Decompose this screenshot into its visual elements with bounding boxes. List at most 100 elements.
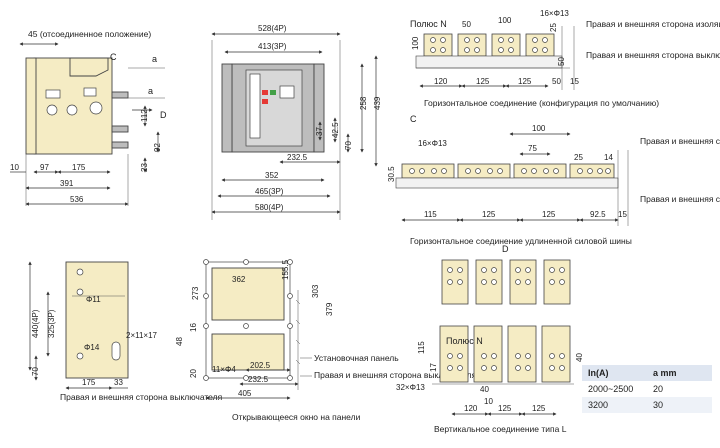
horizontal-connection-default: Полюс N 16×Φ13 50 100 25 100 Правая и вн… bbox=[410, 9, 720, 108]
dim-23: 23 bbox=[140, 163, 149, 172]
side-view: 45 (отсоединенное положение) C a a D 112… bbox=[10, 29, 167, 206]
dim-155-5: 155.5 bbox=[281, 259, 290, 280]
dim-50-side: 50 bbox=[557, 57, 566, 66]
panel-cutout-view: 362 155.5 273 303 379 16 48 20 11×Φ4 202… bbox=[175, 259, 477, 422]
install-plate-label: Установочная панель bbox=[314, 353, 399, 363]
amperage-table: In(A) a mm 2000~2500 20 3200 30 bbox=[582, 365, 712, 413]
dim-92-5: 92.5 bbox=[590, 210, 606, 219]
table-cell-a: 20 bbox=[653, 384, 664, 394]
pole-n-label: Полюс N bbox=[410, 19, 447, 29]
dim-17: 17 bbox=[429, 363, 438, 372]
table-cell-in: 3200 bbox=[588, 400, 609, 410]
dim-112: 112 bbox=[140, 109, 149, 122]
dim-70: 70 bbox=[344, 141, 353, 150]
hole-d11-label: Φ11 bbox=[86, 295, 101, 304]
mounting-side-body bbox=[65, 261, 129, 379]
dim-42-5: 42.5 bbox=[331, 122, 340, 138]
holes-32-d13: 32×Φ13 bbox=[396, 383, 425, 392]
table-row: 3200 30 bbox=[582, 397, 712, 413]
horizontal-connection-extended: C 16×Φ13 100 75 25 14 30.5 Правая и внеш… bbox=[387, 114, 720, 246]
dim-303: 303 bbox=[311, 284, 320, 298]
dim-33: 33 bbox=[114, 378, 123, 387]
dim-440-4p: 440(4P) bbox=[31, 309, 40, 338]
dim-125-a: 125 bbox=[476, 77, 490, 86]
breaker-side-label-1: Правая и внешняя сторона выключателя bbox=[586, 50, 720, 60]
dim-a-label-1: a bbox=[152, 54, 157, 64]
section-d-label: D bbox=[160, 110, 167, 120]
disconnected-position-label: 45 (отсоединенное положение) bbox=[28, 29, 151, 39]
dim-125-b: 125 bbox=[518, 77, 532, 86]
dim-175: 175 bbox=[72, 163, 86, 172]
dim-30-5: 30.5 bbox=[387, 166, 396, 182]
table-header-a: a mm bbox=[653, 368, 677, 378]
breaker-side-label-3: Правая и внешняя сторона выключателя bbox=[60, 392, 223, 402]
section-d-label-2: D bbox=[502, 244, 509, 254]
dim-97: 97 bbox=[40, 163, 49, 172]
dim-439: 439 bbox=[373, 96, 382, 110]
front-view: 528(4P) 413(3P) 258 439 37 42.5 70 232.5… bbox=[211, 24, 382, 220]
dim-70-side: 70 bbox=[31, 367, 40, 376]
dim-100-top: 100 bbox=[498, 16, 512, 25]
hole-d14-label: Φ14 bbox=[84, 343, 100, 352]
dim-100-ext: 100 bbox=[532, 124, 546, 133]
dim-352: 352 bbox=[265, 171, 279, 180]
dim-175-side: 175 bbox=[82, 378, 96, 387]
dim-40-a: 40 bbox=[480, 385, 489, 394]
dim-125-ext-b: 125 bbox=[542, 210, 556, 219]
dim-14: 14 bbox=[604, 153, 613, 162]
holes-16-d13-mid: 16×Φ13 bbox=[418, 139, 447, 148]
dim-125-ext-a: 125 bbox=[482, 210, 496, 219]
dim-100-left: 100 bbox=[411, 36, 420, 50]
dim-10: 10 bbox=[10, 163, 19, 172]
dim-20: 20 bbox=[189, 369, 198, 378]
table-header-in: In(A) bbox=[588, 368, 609, 378]
caption-panel-cutout: Открывающееся окно на панели bbox=[232, 412, 361, 422]
dim-50-top: 50 bbox=[462, 20, 471, 29]
section-c-label-2: C bbox=[410, 114, 417, 124]
dim-202-5: 202.5 bbox=[250, 361, 271, 370]
dim-125-vert-b: 125 bbox=[532, 404, 546, 413]
pole-n-label-2: Полюс N bbox=[446, 336, 483, 346]
dim-413-3p: 413(3P) bbox=[258, 42, 287, 51]
dim-115-vert: 115 bbox=[417, 341, 426, 354]
dim-16: 16 bbox=[189, 323, 198, 332]
dim-40-b: 40 bbox=[575, 353, 584, 362]
dim-92: 92 bbox=[153, 143, 162, 152]
dim-258: 258 bbox=[359, 96, 368, 110]
dim-528-4p: 528(4P) bbox=[258, 24, 287, 33]
dim-25-ext: 25 bbox=[574, 153, 583, 162]
dim-25-right: 25 bbox=[549, 23, 558, 32]
caption-horizontal-extended: Горизонтальное соединение удлиненной сил… bbox=[410, 236, 632, 246]
dim-325-3p: 325(3P) bbox=[47, 309, 56, 338]
dim-120: 120 bbox=[434, 77, 448, 86]
dim-273: 273 bbox=[191, 286, 200, 300]
panel-side-label-1: Правая и внешняя сторона изоляционной па… bbox=[586, 19, 720, 29]
dim-465-3p: 465(3P) bbox=[255, 187, 284, 196]
dim-536: 536 bbox=[70, 195, 84, 204]
holes-16-d13-top: 16×Φ13 bbox=[540, 9, 569, 18]
dim-232-5: 232.5 bbox=[287, 153, 308, 162]
dim-48: 48 bbox=[175, 337, 184, 346]
dim-15-ext: 15 bbox=[618, 210, 627, 219]
dim-125-vert-a: 125 bbox=[498, 404, 512, 413]
slot-label: 2×11×17 bbox=[126, 331, 158, 340]
dim-391: 391 bbox=[60, 179, 74, 188]
breaker-side-label-2: Правая и внешняя сторона выключателя bbox=[640, 194, 720, 204]
dim-75: 75 bbox=[528, 144, 537, 153]
dim-15: 15 bbox=[570, 77, 579, 86]
table-row: 2000~2500 20 bbox=[582, 381, 712, 397]
side-mounting-view: Φ11 Φ14 2×11×17 440(4P) 325(3P) 70 175 3… bbox=[28, 261, 223, 402]
dim-10-vert: 10 bbox=[484, 397, 493, 406]
table-cell-a: 30 bbox=[653, 400, 664, 410]
dim-a-label-2: a bbox=[148, 86, 153, 96]
breaker-side-label-4: Правая и внешняя сторона выключателя bbox=[314, 370, 477, 380]
table-cell-in: 2000~2500 bbox=[588, 384, 634, 394]
dim-50-bottom: 50 bbox=[552, 77, 561, 86]
caption-vertical-l: Вертикальное соединение типа L bbox=[434, 424, 567, 434]
dim-232-5-cut: 232.5 bbox=[248, 375, 269, 384]
holes-11-d4: 11×Φ4 bbox=[212, 365, 236, 374]
dim-120-vert: 120 bbox=[464, 404, 478, 413]
table-header-row: In(A) a mm bbox=[582, 365, 712, 381]
dim-37: 37 bbox=[315, 127, 324, 136]
